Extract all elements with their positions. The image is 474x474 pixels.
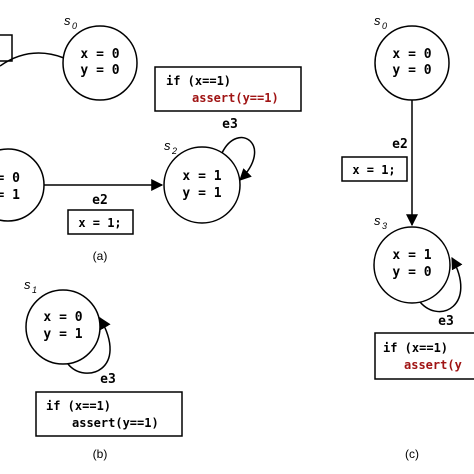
state-s1-name: s [24,277,31,292]
code-box-a: if (x==1) assert(y==1) [154,66,302,112]
code-b-assert: assert(y==1) [72,416,159,430]
state-c-s3-line1: x = 1 [392,248,431,263]
state-s0-name: s [64,13,71,28]
edge-e3-s3-label: e3 [438,314,454,329]
code-c-assert: assert(y [404,358,462,372]
state-left-line1: = 0 [0,171,20,186]
code-a-assert: assert(y==1) [192,91,279,105]
state-c-s0: s 0 x = 0 y = 0 [374,13,450,101]
code-box-c: if (x==1) assert(y [374,332,474,380]
state-c-s0-name: s [374,13,381,28]
state-s0-line2: y = 0 [80,63,119,78]
code-box-a-assign: x = 1; [67,209,134,235]
state-left-line2: = 1 [0,188,20,203]
state-c-s3-name: s [374,213,381,228]
state-c-s0-line2: y = 0 [392,63,431,78]
state-s0: s 0 x = 0 y = 0 [62,13,138,101]
state-left-partial: = 0 = 1 [0,148,45,222]
state-s2-line2: y = 1 [182,186,221,201]
state-c-s0-sub: 0 [382,21,387,31]
edge-e3-s1-loop [67,316,111,374]
state-c-s3-sub: 3 [382,221,387,231]
edge-e2-c-label: e2 [392,137,408,152]
code-box-c-assign: x = 1; [341,156,408,182]
caption-a: (a) [93,249,108,263]
partial-box-top-left [0,34,13,62]
edge-e3-s3-loop [419,256,463,313]
code-a-assign: x = 1; [78,216,121,230]
code-c-assign: x = 1; [352,163,395,177]
state-s0-line1: x = 0 [80,47,119,62]
code-c-if: if (x==1) [383,341,448,355]
caption-b: (b) [93,447,108,461]
edge-e3-s2-loop [221,136,256,181]
code-box-b: if (x==1) assert(y==1) [35,391,183,437]
code-b-if: if (x==1) [46,399,111,413]
caption-c: (c) [405,447,419,461]
state-c-s3-line2: y = 0 [392,265,431,280]
edge-e3-s2-label: e3 [222,117,238,132]
state-s1: s 1 x = 0 y = 1 [24,277,101,365]
state-s0-sub: 0 [72,21,77,31]
state-s2: s 2 x = 1 y = 1 [163,138,241,224]
state-s1-line1: x = 0 [43,310,82,325]
edge-e2-a-label: e2 [92,193,108,208]
edge-e3-s1-label: e3 [100,372,116,387]
state-s2-name: s [164,138,171,153]
state-c-s3: s 3 x = 1 y = 0 [373,213,451,304]
state-s2-sub: 2 [171,146,177,156]
state-s1-line2: y = 1 [43,327,82,342]
state-s2-line1: x = 1 [182,169,221,184]
code-a-if: if (x==1) [166,74,231,88]
state-s1-sub: 1 [32,285,37,295]
state-c-s0-line1: x = 0 [392,47,431,62]
edge-curve-to-s0 [0,52,65,67]
